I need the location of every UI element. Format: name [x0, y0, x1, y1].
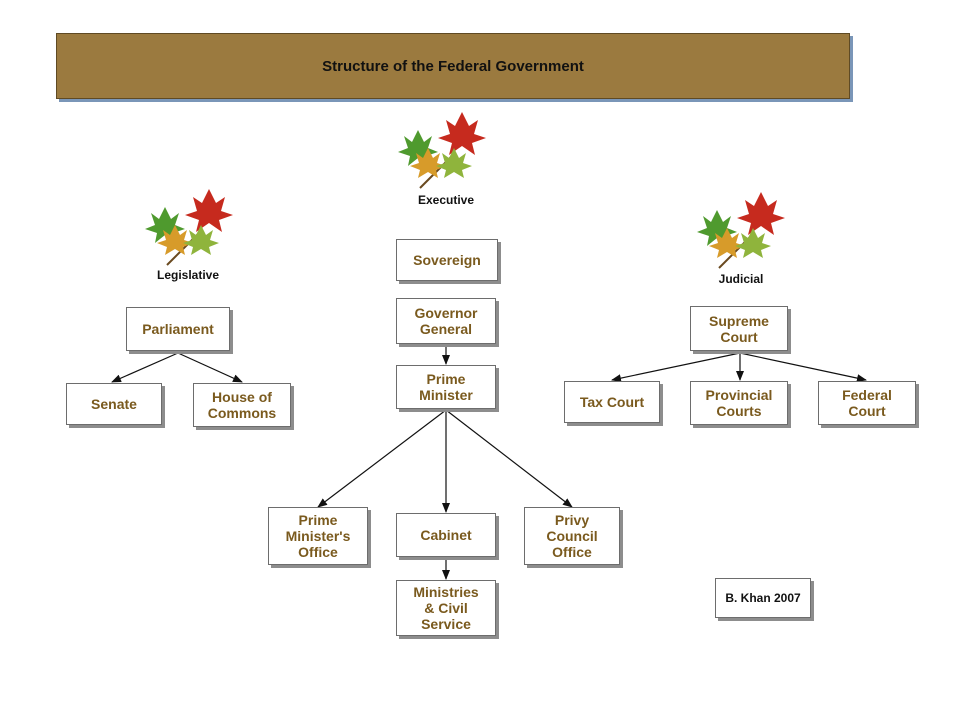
node-sovereign: Sovereign [396, 239, 498, 281]
node-privy-council-office: Privy Council Office [524, 507, 620, 565]
node-senate: Senate [66, 383, 162, 425]
node-ministries-civil-service: Ministries & Civil Service [396, 580, 496, 636]
page-title: Structure of the Federal Government [322, 57, 584, 75]
judicial-label: Judicial [718, 272, 764, 286]
node-federal-court: Federal Court [818, 381, 916, 425]
node-cabinet: Cabinet [396, 513, 496, 557]
node-tax-court: Tax Court [564, 381, 660, 423]
node-governor-general: Governor General [396, 298, 496, 344]
node-supreme-court: Supreme Court [690, 306, 788, 351]
node-house-of-commons: House of Commons [193, 383, 291, 427]
node-parliament: Parliament [126, 307, 230, 351]
node-provincial-courts: Provincial Courts [690, 381, 788, 425]
node-prime-minister: Prime Minister [396, 365, 496, 409]
maple-leaf-icon [145, 189, 233, 266]
connector-pm-pco [445, 409, 573, 508]
legislative-label: Legislative [156, 268, 220, 282]
maple-leaf-icon [398, 112, 486, 189]
maple-leaf-icon [697, 192, 785, 269]
author-credit: B. Khan 2007 [715, 578, 811, 618]
connector-supreme-federal [739, 352, 867, 383]
connector-supreme-tax [611, 352, 741, 383]
node-prime-ministers-office: Prime Minister's Office [268, 507, 368, 565]
connector-parliament-commons [177, 352, 243, 383]
connector-parliament-senate [111, 352, 179, 383]
title-banner: Structure of the Federal Government [56, 33, 850, 99]
executive-label: Executive [417, 193, 475, 207]
connector-pm-pmo [317, 409, 447, 508]
